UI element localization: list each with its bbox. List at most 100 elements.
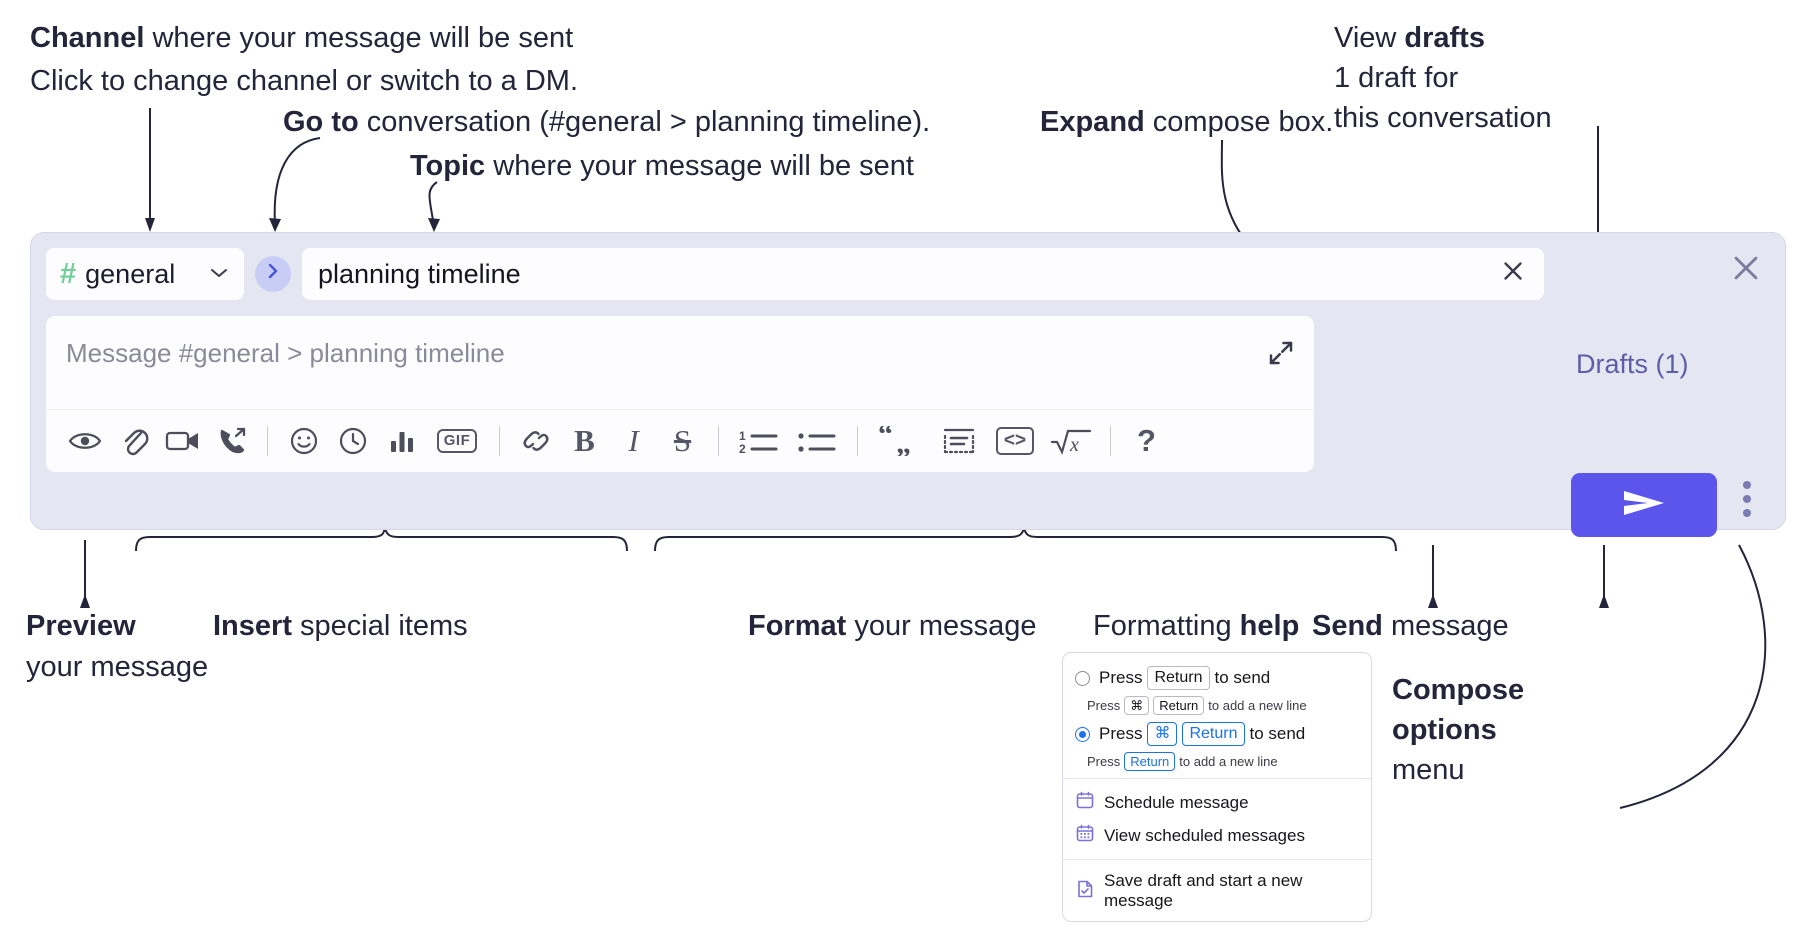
- drafts-link[interactable]: Drafts (1): [1576, 349, 1689, 379]
- arrowhead-channel: [145, 218, 155, 232]
- svg-text:2: 2: [739, 442, 746, 455]
- option-tail: to send: [1249, 723, 1306, 743]
- option-cmd-return-subtext: Press Return to add a new line: [1087, 751, 1371, 772]
- channel-selector[interactable]: # general: [45, 247, 245, 301]
- annotation-compose-line2: options: [1392, 714, 1497, 747]
- annotation-formatting-help: Formatting help: [1093, 608, 1299, 645]
- annotation-topic: Topic where your message will be sent: [410, 148, 914, 185]
- menu-item-schedule-message[interactable]: Schedule message: [1063, 786, 1371, 819]
- annotation-topic-rest: where your message will be sent: [485, 150, 914, 182]
- brace-insert: [135, 526, 628, 552]
- message-compose-box: # general planning timeline: [30, 232, 1786, 537]
- blockquote-icon[interactable]: “ „: [869, 419, 931, 463]
- more-options-vertical-icon[interactable]: [1743, 481, 1751, 517]
- draft-check-icon: [1075, 879, 1095, 904]
- sub-tail: to add a new line: [1208, 697, 1307, 713]
- expand-diagonal-icon[interactable]: [1266, 338, 1296, 373]
- menu-divider: [1063, 859, 1371, 861]
- annotation-compose-options: Compose options menu: [1392, 672, 1524, 789]
- annotation-send: Send message: [1312, 608, 1509, 645]
- leader-goto: [273, 137, 321, 225]
- radio-unselected-icon[interactable]: [1075, 671, 1090, 686]
- option-tail: to send: [1214, 667, 1271, 687]
- topic-value: planning timeline: [318, 258, 521, 289]
- key-command: ⌘: [1147, 722, 1178, 746]
- annotation-insert-rest: special items: [291, 610, 468, 642]
- kebab-dot: [1743, 495, 1751, 503]
- kebab-dot: [1743, 509, 1751, 517]
- close-icon[interactable]: [1498, 256, 1528, 292]
- menu-item-view-scheduled-messages[interactable]: View scheduled messages: [1063, 819, 1371, 852]
- gif-icon[interactable]: GIF: [426, 419, 488, 463]
- send-button[interactable]: [1571, 473, 1717, 537]
- video-camera-icon[interactable]: [158, 419, 207, 463]
- arrowhead-preview: [80, 594, 90, 608]
- key-return: Return: [1124, 751, 1176, 772]
- annotation-expand: Expand compose box.: [1040, 104, 1333, 141]
- option-return-subtext: Press ⌘ Return to add a new line: [1087, 695, 1371, 716]
- menu-item-save-draft[interactable]: Save draft and start a new message: [1063, 867, 1371, 915]
- close-compose-button[interactable]: [1729, 251, 1763, 290]
- message-input-area[interactable]: Message #general > planning timeline: [45, 315, 1315, 473]
- annotation-drafts-sub1: 1 draft for: [1334, 62, 1459, 95]
- chevron-down-icon: [208, 264, 230, 285]
- preview-icon[interactable]: [60, 419, 109, 463]
- annotation-drafts-plain: View: [1334, 22, 1405, 54]
- send-paper-plane-icon: [1618, 485, 1670, 526]
- arrowhead-goto: [269, 218, 281, 232]
- inline-code-icon[interactable]: <>: [987, 419, 1043, 463]
- annotation-channel-rest: where your message will be sent: [144, 22, 574, 54]
- compose-header-row: # general planning timeline: [45, 247, 1545, 301]
- calendar-grid-icon: [1075, 823, 1095, 848]
- svg-text:“: “: [878, 426, 893, 451]
- key-return: Return: [1182, 722, 1245, 746]
- toolbar-separator: [1110, 426, 1111, 456]
- sub-press-word: Press: [1087, 697, 1121, 713]
- italic-label: I: [628, 423, 639, 458]
- annotation-compose-line1: Compose: [1392, 674, 1525, 706]
- annotation-help-bold: help: [1239, 610, 1300, 642]
- option-press-word: Press: [1099, 723, 1143, 743]
- italic-icon[interactable]: I: [609, 419, 658, 463]
- menu-divider: [1063, 778, 1371, 780]
- clock-icon[interactable]: [328, 419, 377, 463]
- leader-topic: [428, 181, 438, 227]
- hash-icon: #: [60, 257, 77, 290]
- channel-name: general: [85, 258, 176, 289]
- bar-chart-icon[interactable]: [377, 419, 426, 463]
- phone-forward-icon[interactable]: [207, 419, 256, 463]
- strikethrough-icon[interactable]: S: [658, 419, 707, 463]
- annotation-goto: Go to conversation (#general > planning …: [283, 104, 930, 141]
- ordered-list-icon[interactable]: 1 2: [730, 419, 788, 463]
- annotation-drafts-sub2: this conversation: [1334, 102, 1552, 135]
- link-icon[interactable]: [511, 419, 560, 463]
- emoji-icon[interactable]: [279, 419, 328, 463]
- help-label: ?: [1137, 423, 1156, 458]
- key-command: ⌘: [1124, 695, 1150, 716]
- attachment-icon[interactable]: [109, 419, 158, 463]
- sub-tail: to add a new line: [1179, 754, 1278, 769]
- annotation-channel-bold: Channel: [30, 22, 145, 54]
- bold-icon[interactable]: B: [560, 419, 609, 463]
- bulleted-list-icon[interactable]: [788, 419, 846, 463]
- annotation-drafts-bold: drafts: [1404, 22, 1485, 54]
- calendar-icon: [1075, 790, 1095, 815]
- leader-compose-options: [1619, 544, 1767, 809]
- message-placeholder: Message #general > planning timeline: [66, 338, 505, 368]
- help-icon[interactable]: ?: [1122, 419, 1171, 463]
- topic-input[interactable]: planning timeline: [301, 247, 1545, 301]
- toolbar-separator: [718, 426, 719, 456]
- key-return: Return: [1153, 695, 1205, 716]
- code-block-icon[interactable]: [931, 419, 987, 463]
- go-to-conversation-button[interactable]: [255, 256, 291, 292]
- option-press-return-to-send[interactable]: Press Return to send: [1063, 663, 1371, 693]
- compose-options-menu: Press Return to send Press ⌘ Return to a…: [1062, 652, 1372, 923]
- option-label-row: Press ⌘ Return to send: [1099, 722, 1305, 746]
- toolbar-separator: [857, 426, 858, 456]
- annotation-format: Format your message: [748, 608, 1037, 645]
- math-icon[interactable]: x: [1043, 419, 1099, 463]
- key-return: Return: [1147, 666, 1210, 690]
- radio-selected-icon[interactable]: [1075, 727, 1090, 743]
- option-press-cmd-return-to-send[interactable]: Press ⌘ Return to send: [1063, 719, 1371, 749]
